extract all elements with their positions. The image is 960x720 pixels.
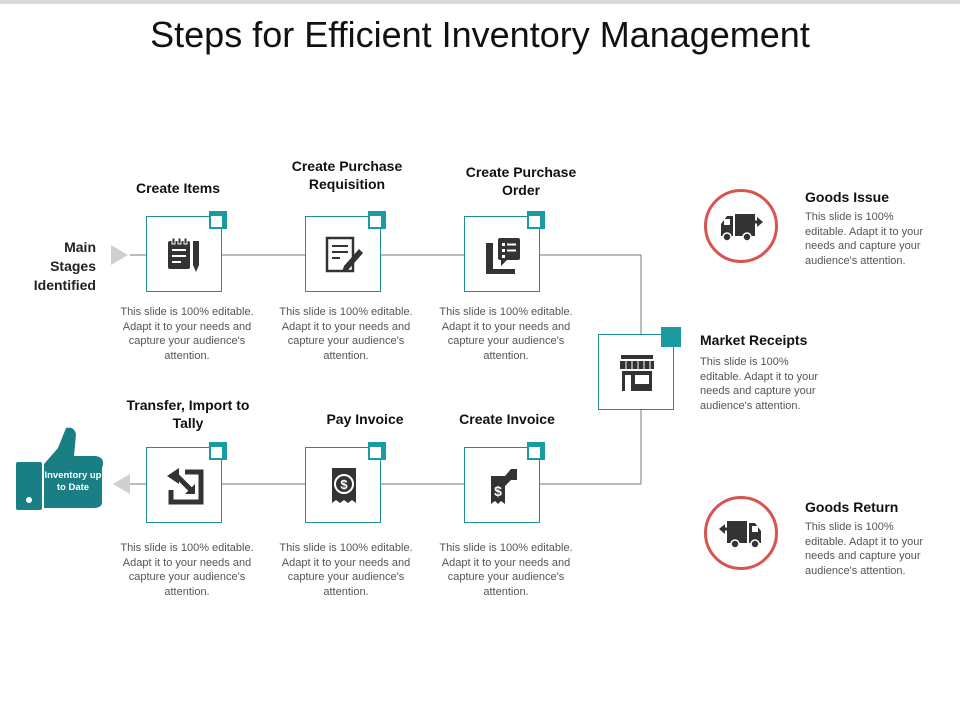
step-box-purchase-order[interactable] <box>464 211 545 292</box>
thumbs-up-text: Inventory up to Date <box>44 470 102 493</box>
goods-return-circle[interactable] <box>704 496 778 570</box>
invoice-icon: $ <box>491 469 517 504</box>
step-desc: This slide is 100% editable. Adapt it to… <box>120 542 254 598</box>
goods-issue-desc: This slide is 100% editable. Adapt it to… <box>805 211 924 267</box>
step-desc: This slide is 100% editable. Adapt it to… <box>279 306 413 362</box>
step-box-transfer[interactable] <box>146 442 227 523</box>
step-box-create-items[interactable] <box>146 211 227 292</box>
step-box-purchase-requisition[interactable] <box>305 211 386 292</box>
corner-accent <box>661 327 681 347</box>
document-edit-icon <box>325 236 363 273</box>
dollar-receipt-icon: $ <box>332 468 356 503</box>
step-desc: This slide is 100% editable. Adapt it to… <box>439 542 573 598</box>
goods-issue-label: Goods Issue <box>805 189 890 205</box>
thumbs-up-badge <box>14 424 106 514</box>
step-label-purchase-order: Create Purchase Order <box>465 164 577 198</box>
top-border <box>0 0 960 4</box>
step-label-purchase-requisition: Create Purchase Requisition <box>291 158 403 192</box>
goods-return-label: Goods Return <box>805 499 899 515</box>
store-icon <box>620 355 654 391</box>
truck-forward-icon <box>721 214 763 242</box>
main-stages-label: Main Stages Identified <box>33 239 96 293</box>
order-list-icon <box>486 238 520 274</box>
step-desc: This slide is 100% editable. Adapt it to… <box>120 306 254 362</box>
step-label-create-items: Create Items <box>135 180 221 196</box>
step-box-market-receipts[interactable] <box>598 327 681 410</box>
goods-issue-circle[interactable] <box>704 189 778 263</box>
market-receipts-desc: This slide is 100% editable. Adapt it to… <box>700 356 819 412</box>
return-arrow-icon <box>167 468 204 505</box>
thumbs-up-icon <box>16 427 104 510</box>
page-title: Steps for Efficient Inventory Management <box>150 14 810 55</box>
step-label-create-invoice: Create Invoice <box>459 411 555 427</box>
notepad-pen-icon <box>168 237 199 272</box>
step-box-create-invoice[interactable]: $ <box>464 442 545 523</box>
step-label-pay-invoice: Pay Invoice <box>326 411 404 427</box>
step-desc: This slide is 100% editable. Adapt it to… <box>439 306 573 362</box>
market-receipts-label: Market Receipts <box>700 332 808 348</box>
end-arrow-icon <box>113 474 130 494</box>
svg-text:$: $ <box>494 483 502 499</box>
step-box-pay-invoice[interactable]: $ <box>305 442 386 523</box>
step-label-transfer: Transfer, Import to Tally <box>126 397 250 431</box>
start-arrow-icon <box>111 245 128 265</box>
svg-text:$: $ <box>340 477 348 492</box>
step-desc: This slide is 100% editable. Adapt it to… <box>279 542 413 598</box>
truck-back-icon <box>719 521 761 549</box>
goods-return-desc: This slide is 100% editable. Adapt it to… <box>805 521 924 577</box>
